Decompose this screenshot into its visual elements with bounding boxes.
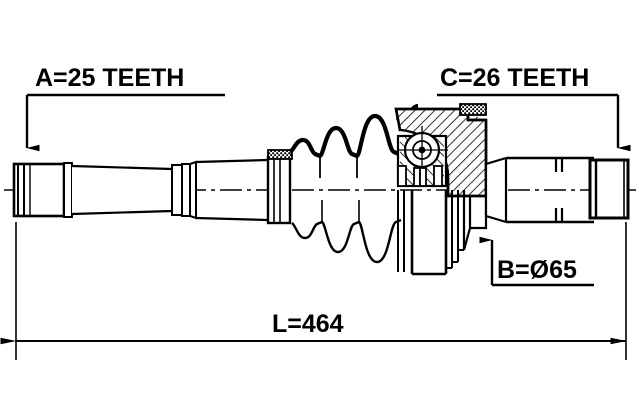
leader-b-diameter: [479, 236, 594, 287]
axle-shaft-mid: [195, 158, 269, 222]
right-stub-shaft: [484, 156, 594, 224]
dimension-overall-length: [0, 222, 627, 360]
label-c-teeth: C=26 TEETH: [440, 64, 589, 92]
length-label-backdrop: [258, 306, 382, 336]
left-spline-end: [12, 162, 73, 218]
label-overall-length: L=464: [272, 310, 344, 338]
boot-small-clamp: [266, 149, 293, 225]
cv-outer-joint-housing: [394, 103, 488, 276]
axle-shaft-left: [71, 164, 173, 216]
shaft-step-collar-one: [171, 160, 197, 220]
label-a-teeth: A=25 TEETH: [35, 64, 184, 92]
leader-a-spline-left: [25, 93, 225, 152]
leader-c-spline-right: [437, 93, 631, 152]
boot-large-clamp: [459, 103, 487, 116]
right-spline-end: [588, 158, 630, 220]
cv-boot-bellows: [288, 103, 419, 264]
label-b-diameter: B=Ø65: [497, 256, 577, 284]
